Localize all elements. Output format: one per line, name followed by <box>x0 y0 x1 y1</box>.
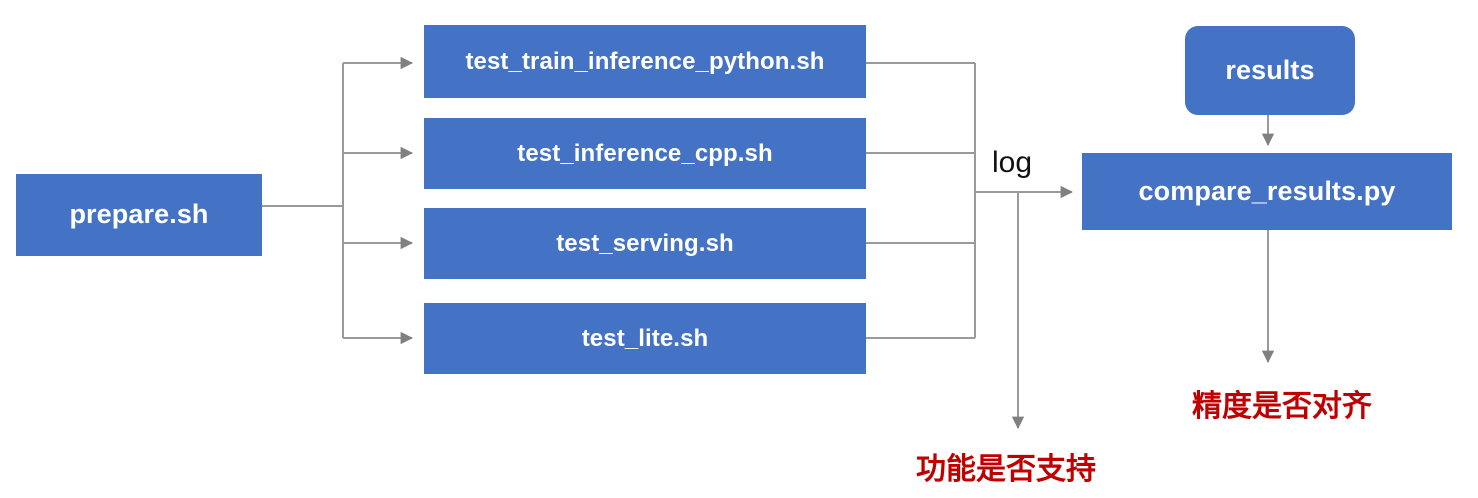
note-function-supported: 功能是否支持 <box>916 453 1096 486</box>
node-results[interactable]: results <box>1185 26 1355 115</box>
node-test-lite-sh[interactable]: test_lite.sh <box>424 303 866 374</box>
edge-label-log: log <box>992 146 1033 179</box>
node-prepare-sh[interactable]: prepare.sh <box>16 174 262 256</box>
node-test-inference-cpp-sh[interactable]: test_inference_cpp.sh <box>424 118 866 189</box>
node-compare-results-py[interactable]: compare_results.py <box>1082 153 1452 230</box>
node-test-serving-sh[interactable]: test_serving.sh <box>424 208 866 279</box>
note-precision-aligned: 精度是否对齐 <box>1192 390 1372 423</box>
node-test-train-inference-python-sh[interactable]: test_train_inference_python.sh <box>424 25 866 98</box>
